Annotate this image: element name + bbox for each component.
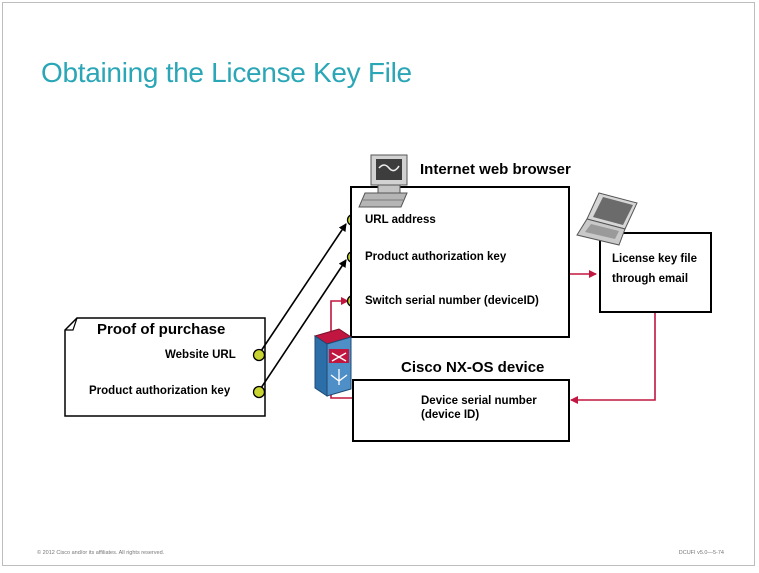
device-line1: Device serial number <box>421 395 537 407</box>
footer-course-code: DCUFI v5.0—5-74 <box>678 550 724 556</box>
arrow-license-to-device <box>570 313 656 404</box>
license-box <box>599 232 712 313</box>
proof-title: Proof of purchase <box>97 321 226 338</box>
bullet-pop-auth-key <box>252 385 266 399</box>
bullet-website-url <box>252 348 266 362</box>
switch-serial-label: Switch serial number (deviceID) <box>365 295 539 307</box>
proof-document-shape <box>64 317 266 417</box>
slide: Obtaining the License Key File <box>2 2 755 566</box>
device-title: Cisco NX-OS device <box>401 359 545 376</box>
document-icon <box>65 317 78 331</box>
browser-box <box>350 186 570 338</box>
browser-title: Internet web browser <box>420 161 571 178</box>
device-box <box>352 379 570 442</box>
footer-copyright: © 2012 Cisco and/or its affiliates. All … <box>37 550 165 556</box>
nexus-switch-icon <box>313 328 353 397</box>
pop-auth-key-label: Product authorization key <box>89 385 231 397</box>
license-line1: License key file <box>612 253 698 265</box>
url-address-label: URL address <box>365 214 436 226</box>
device-line2: (device ID) <box>421 409 480 421</box>
website-url-label: Website URL <box>165 349 236 361</box>
license-line2: through email <box>612 273 689 285</box>
desktop-computer-icon <box>358 154 408 208</box>
arrow-auth-key <box>258 259 347 392</box>
diagram-icons <box>313 154 638 397</box>
arrow-url <box>258 223 347 355</box>
laptop-icon <box>576 192 638 246</box>
slide-title: Obtaining the License Key File <box>41 57 412 88</box>
browser-auth-key-label: Product authorization key <box>365 251 507 263</box>
